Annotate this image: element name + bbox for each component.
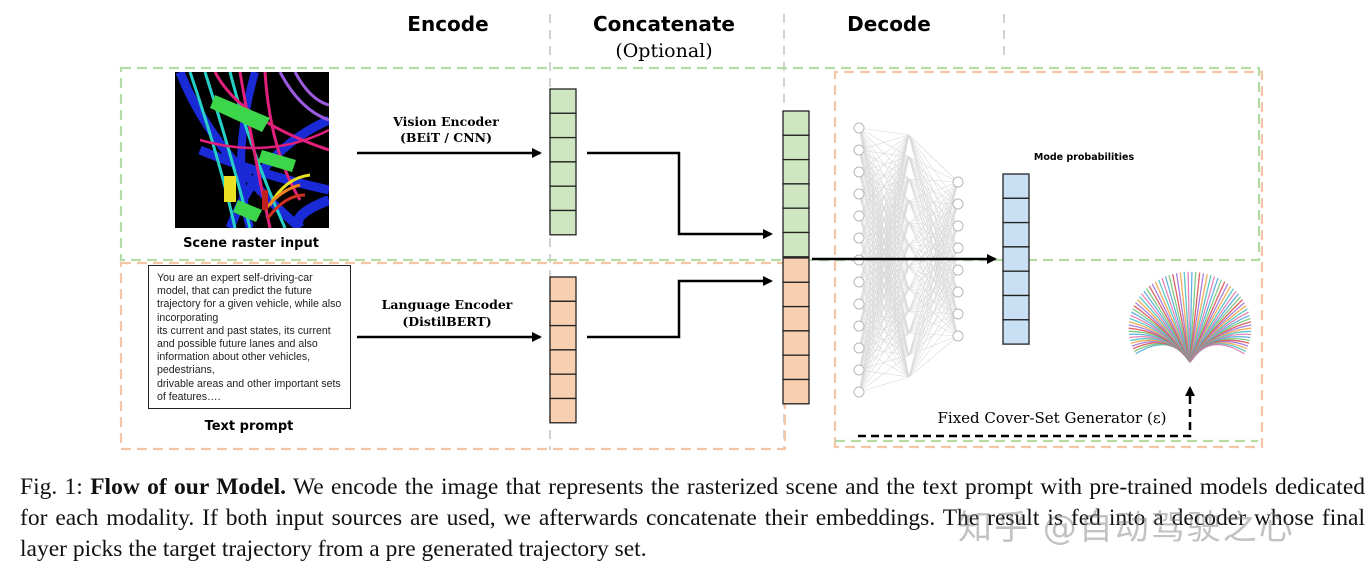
vision-encoder-sublabel: (BEiT / CNN) bbox=[400, 130, 492, 145]
language-embedding-cell bbox=[549, 324, 577, 351]
network-node bbox=[853, 276, 865, 288]
network-connections bbox=[858, 127, 959, 393]
network-node bbox=[952, 176, 964, 188]
network-node bbox=[853, 210, 865, 222]
vision-embedding-cell bbox=[549, 112, 577, 139]
caption-prefix: Fig. 1: bbox=[20, 474, 91, 500]
mode-probabilities-vector bbox=[1002, 173, 1030, 345]
vision-embedding-cell bbox=[549, 161, 577, 187]
network-node bbox=[853, 364, 865, 376]
stage-label-optional: (Optional) bbox=[615, 40, 712, 62]
network-node bbox=[853, 342, 865, 354]
network-node bbox=[952, 286, 964, 298]
stage-label-encode: Encode bbox=[407, 12, 488, 36]
vision-encoder-label: Vision Encoder bbox=[392, 114, 499, 129]
stage-label-decode: Decode bbox=[847, 12, 931, 36]
mode-probabilities-label: Mode probabilities bbox=[1034, 152, 1135, 163]
trajectory-set-image bbox=[1128, 271, 1252, 363]
mode-probability-cell bbox=[1002, 173, 1030, 199]
stage-dividers bbox=[549, 14, 1005, 450]
network-node bbox=[853, 122, 865, 134]
mode-probability-cell bbox=[1002, 197, 1030, 224]
language-embedding-cell bbox=[549, 349, 577, 375]
vision-embedding-cell bbox=[549, 209, 577, 236]
vision-embedding-vector bbox=[549, 88, 577, 236]
concat-vision-cell bbox=[782, 110, 810, 136]
network-node bbox=[853, 320, 865, 332]
language-embedding-cell bbox=[549, 276, 577, 302]
vision-embedding-cell bbox=[549, 185, 577, 212]
scene-raster-label: Scene raster input bbox=[183, 236, 319, 251]
concat-language-cell bbox=[782, 378, 810, 405]
language-encoder-label: Language Encoder bbox=[382, 297, 513, 312]
network-node bbox=[853, 298, 865, 310]
network-node bbox=[952, 242, 964, 254]
caption-title: Flow of our Model. bbox=[90, 474, 287, 500]
trajectory-curve bbox=[1154, 281, 1191, 363]
network-node bbox=[952, 330, 964, 342]
concatenated-embedding-vector bbox=[782, 110, 810, 405]
caption-body: We encode the image that represents the … bbox=[20, 474, 1365, 562]
network-node bbox=[853, 386, 865, 398]
mode-probability-cell bbox=[1002, 270, 1030, 297]
mode-probability-cell bbox=[1002, 319, 1030, 345]
language-embedding-cell bbox=[549, 300, 577, 327]
network-node bbox=[853, 232, 865, 244]
concat-vision-cell bbox=[782, 183, 810, 209]
language-embedding-cell bbox=[549, 373, 577, 400]
vision-concat-arrow bbox=[587, 151, 773, 239]
language-embedding-vector bbox=[549, 276, 577, 424]
mode-probability-cell bbox=[1002, 246, 1030, 272]
concat-language-cell bbox=[782, 281, 810, 308]
concat-vision-cell bbox=[782, 231, 810, 258]
model-flow-diagram: Encode Concatenate (Optional) Decode Sce… bbox=[119, 12, 1264, 451]
network-node bbox=[952, 264, 964, 276]
network-node bbox=[952, 198, 964, 210]
mode-probability-cell bbox=[1002, 221, 1030, 248]
vision-region-box bbox=[119, 66, 1261, 262]
cover-set-generator-label: Fixed Cover-Set Generator (ε) bbox=[938, 409, 1167, 427]
concat-vision-cell bbox=[782, 134, 810, 161]
scene-raster-image bbox=[175, 72, 329, 228]
concat-vision-cell bbox=[782, 158, 810, 185]
network-node bbox=[952, 308, 964, 320]
mode-probability-cell bbox=[1002, 294, 1030, 321]
language-encoder-sublabel: (DistilBERT) bbox=[402, 314, 491, 329]
concat-language-cell bbox=[782, 257, 810, 283]
concat-language-cell bbox=[782, 305, 810, 332]
network-node bbox=[853, 144, 865, 156]
decoder-region-box bbox=[833, 70, 1264, 449]
watermark: 知乎 @自动驾驶之心 bbox=[958, 508, 1295, 548]
language-concat-arrow bbox=[587, 276, 773, 339]
figure-caption: Fig. 1: Flow of our Model. We encode the… bbox=[20, 472, 1365, 565]
stage-label-concatenate: Concatenate bbox=[593, 12, 735, 36]
network-node bbox=[853, 166, 865, 178]
vision-embedding-cell bbox=[549, 88, 577, 114]
vision-embedding-cell bbox=[549, 136, 577, 163]
cover-set-feedback-arrow bbox=[858, 386, 1195, 438]
decoder-network bbox=[853, 122, 964, 398]
concat-language-cell bbox=[782, 330, 810, 356]
text-prompt-label: Text prompt bbox=[205, 419, 294, 434]
trajectory-curve bbox=[1189, 344, 1245, 363]
language-embedding-cell bbox=[549, 397, 577, 424]
network-node bbox=[952, 220, 964, 232]
concat-language-cell bbox=[782, 354, 810, 381]
concat-vision-cell bbox=[782, 207, 810, 234]
network-node bbox=[853, 188, 865, 200]
text-prompt-box: You are an expert self-driving-car model… bbox=[148, 265, 351, 409]
